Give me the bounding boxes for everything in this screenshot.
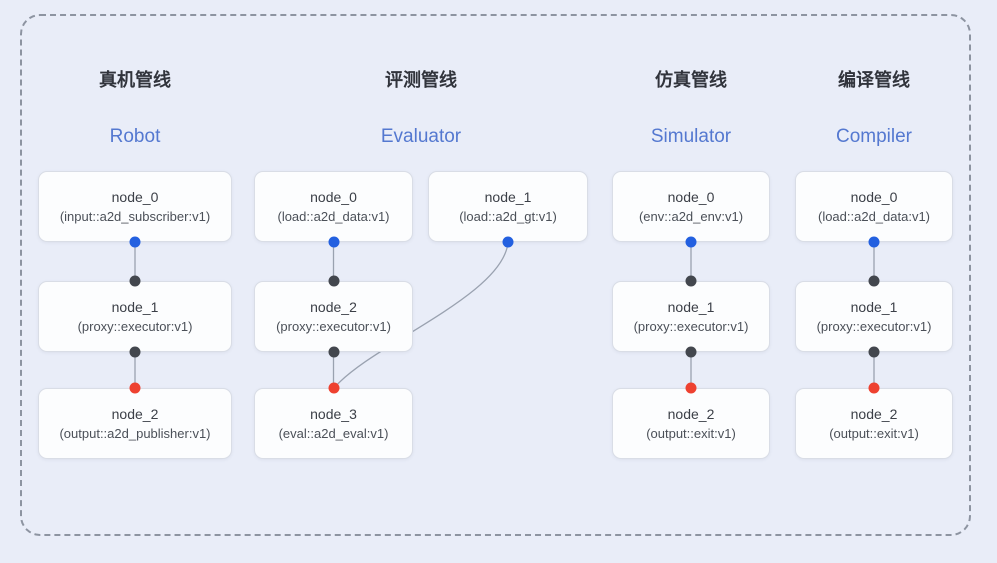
node-box-simulator-node_0: node_0 (env::a2d_env:v1) [612,171,770,242]
port-dark-dot-evaluator-node_2-out [328,346,339,358]
pipeline-title-en-compiler: Compiler [835,126,913,147]
node-type: (load::a2d_data:v1) [277,209,390,224]
port-dark-dot-compiler-node_1-out [868,346,880,358]
port-dark-dot-evaluator-node_2-in [328,275,339,287]
port-blue-dot-evaluator-node_1-out [502,236,514,248]
port-dark-dot-simulator-node_1-out [685,346,697,358]
node-type: (proxy::executor:v1) [77,319,193,334]
pipeline-title-zh-simulator: 仿真管线 [655,70,727,90]
pipeline-title-en-simulator: Simulator [650,126,732,147]
node-box-simulator-node_1: node_1 (proxy::executor:v1) [612,281,770,352]
node-type: (output::exit:v1) [829,426,919,441]
edge-evaluator-n1-n3-curve [333,241,509,389]
node-box-evaluator-node_1: node_1 (load::a2d_gt:v1) [428,171,588,242]
node-title: node_2 [667,406,715,422]
node-box-compiler-node_1: node_1 (proxy::executor:v1) [795,281,953,352]
node-box-simulator-node_2: node_2 (output::exit:v1) [612,388,770,459]
node-box-robot-node_0: node_0 (input::a2d_subscriber:v1) [38,171,232,242]
node-title: node_0 [310,189,357,205]
node-type: (eval::a2d_eval:v1) [278,426,389,441]
node-type: (proxy::executor:v1) [276,319,391,334]
port-dark-dot-simulator-node_1-in [685,275,697,287]
node-title: node_1 [667,299,715,315]
node-box-evaluator-node_3: node_3 (eval::a2d_eval:v1) [254,388,413,459]
node-box-robot-node_1: node_1 (proxy::executor:v1) [38,281,232,352]
port-red-dot-evaluator-node_3-in [328,382,340,394]
port-blue-dot-robot-node_0-out [129,236,141,248]
port-dark-dot-robot-node_1-in [129,275,141,287]
node-type: (output::a2d_publisher:v1) [59,426,211,441]
dashed-border-frame [20,14,971,536]
port-red-dot-compiler-node_2-in [868,382,880,394]
pipeline-title-zh-evaluator: 评测管线 [385,70,457,90]
node-title: node_1 [484,189,532,205]
node-type: (load::a2d_gt:v1) [459,209,557,224]
port-blue-dot-simulator-node_0-out [685,236,697,248]
node-title: node_0 [667,189,715,205]
port-blue-dot-compiler-node_0-out [868,236,880,248]
node-title: node_1 [111,299,159,315]
node-type: (proxy::executor:v1) [816,319,932,334]
node-title: node_1 [850,299,898,315]
node-title: node_2 [850,406,898,422]
pipeline-title-en-robot: Robot [109,126,161,147]
node-box-evaluator-node_2: node_2 (proxy::executor:v1) [254,281,413,352]
node-box-compiler-node_0: node_0 (load::a2d_data:v1) [795,171,953,242]
port-dark-dot-robot-node_1-out [129,346,141,358]
node-box-evaluator-node_0: node_0 (load::a2d_data:v1) [254,171,413,242]
port-dark-dot-compiler-node_1-in [868,275,880,287]
node-box-robot-node_2: node_2 (output::a2d_publisher:v1) [38,388,232,459]
port-red-dot-simulator-node_2-in [685,382,697,394]
node-type: (input::a2d_subscriber:v1) [59,209,211,224]
node-title: node_0 [111,189,159,205]
port-blue-dot-evaluator-node_0-out [328,236,339,248]
pipeline-title-en-evaluator: Evaluator [380,126,462,147]
pipeline-title-zh-compiler: 编译管线 [838,70,910,90]
node-type: (output::exit:v1) [646,426,736,441]
node-title: node_2 [111,406,159,422]
node-type: (load::a2d_data:v1) [817,209,931,224]
node-title: node_3 [310,406,357,422]
node-type: (proxy::executor:v1) [633,319,749,334]
node-title: node_0 [850,189,898,205]
node-box-compiler-node_2: node_2 (output::exit:v1) [795,388,953,459]
port-red-dot-robot-node_2-in [129,382,141,394]
node-title: node_2 [310,299,357,315]
pipeline-title-zh-robot: 真机管线 [99,70,171,90]
node-type: (env::a2d_env:v1) [638,209,744,224]
